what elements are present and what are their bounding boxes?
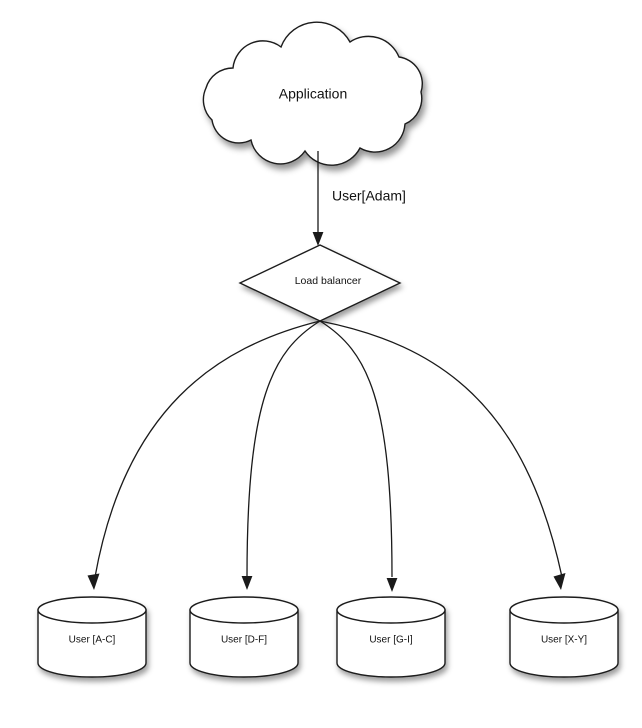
cylinder-body-1 [37, 609, 147, 678]
database-label-2: User [D-F] [221, 635, 267, 646]
node-database-2[interactable]: User [D-F] [189, 596, 299, 678]
application-label: Application [279, 86, 348, 102]
database-label-4: User [X-Y] [541, 635, 587, 646]
connector-to-db-3 [319, 320, 393, 578]
edge-application-to-load-balancer: User[Adam] [312, 151, 406, 246]
arrowhead-db-1 [87, 573, 100, 590]
node-load-balancer[interactable]: Load balancer [238, 244, 402, 322]
connector-to-db-1 [94, 320, 321, 578]
node-database-4[interactable]: User [X-Y] [509, 596, 619, 678]
database-label-3: User [G-I] [369, 635, 413, 646]
load-balancer-label: Load balancer [295, 275, 362, 287]
connector-to-db-4 [319, 320, 563, 578]
node-database-3[interactable]: User [G-I] [336, 596, 446, 678]
cylinder-body-4 [509, 609, 619, 678]
edge-label-user-adam: User[Adam] [332, 188, 406, 204]
arrowhead-db-3 [386, 578, 398, 592]
cylinder-body-3 [336, 609, 446, 678]
cylinder-top-2 [189, 596, 299, 624]
connector-to-db-2 [246, 320, 321, 578]
cloud-shape [202, 21, 423, 166]
node-application[interactable]: Application [202, 21, 423, 166]
cylinder-top-1 [37, 596, 147, 624]
cylinder-body-2 [189, 609, 299, 678]
database-label-1: User [A-C] [69, 635, 116, 646]
database-row: User [A-C] User [D-F] User [G-I] User [X… [37, 596, 619, 678]
arrowhead-db-4 [553, 573, 566, 590]
arrowhead-db-2 [241, 576, 253, 590]
node-database-1[interactable]: User [A-C] [37, 596, 147, 678]
edge-load-balancer-to-databases [87, 320, 566, 592]
cylinder-top-3 [336, 596, 446, 624]
arrowhead-to-load-balancer [312, 232, 324, 246]
cylinder-top-4 [509, 596, 619, 624]
